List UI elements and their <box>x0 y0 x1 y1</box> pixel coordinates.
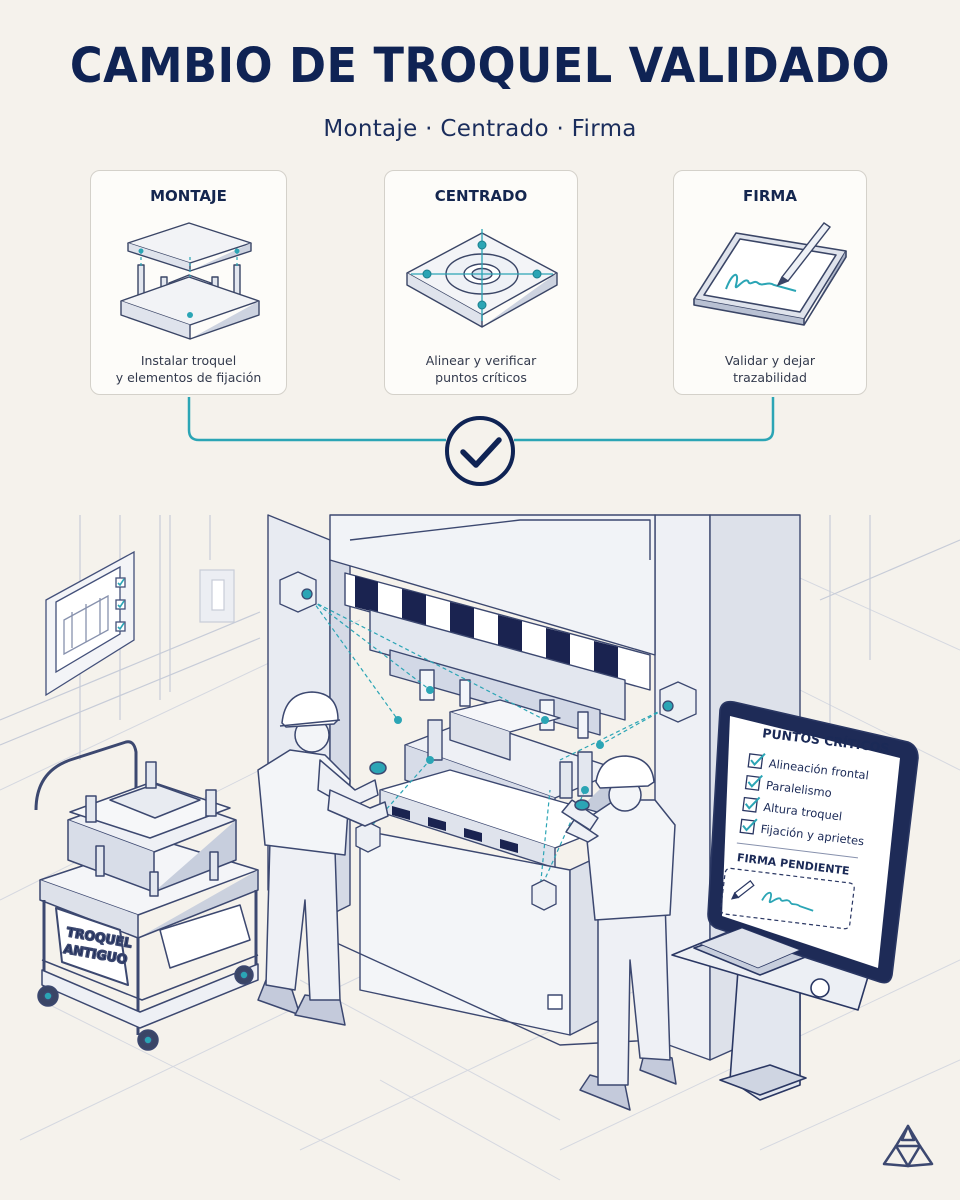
laser-sensor <box>279 571 697 911</box>
step-title: FIRMA <box>743 187 797 205</box>
page-subtitle: Montaje · Centrado · Firma <box>323 116 637 142</box>
signature-tablet-icon <box>693 222 847 326</box>
step-title: CENTRADO <box>434 187 528 205</box>
step-title: MONTAJE <box>150 187 227 205</box>
check-circle-icon <box>445 416 515 486</box>
wall-diagram <box>45 550 135 697</box>
centering-targets <box>394 686 604 794</box>
flow-connector <box>187 397 775 442</box>
keyboard <box>698 927 802 969</box>
logo-icon <box>882 1124 934 1168</box>
back-wall <box>0 515 960 800</box>
control-terminal <box>671 700 919 1101</box>
worker-left <box>257 691 389 1026</box>
worker-right <box>561 755 677 1111</box>
centering-plate-icon <box>406 229 558 328</box>
pen-icon <box>730 880 755 900</box>
signature-box <box>720 867 855 930</box>
die-cart: TROQUELANTIGUO <box>34 740 259 1051</box>
page-title: CAMBIO DE TROQUEL VALIDADO <box>69 38 891 94</box>
die-assembly-icon <box>120 222 260 340</box>
